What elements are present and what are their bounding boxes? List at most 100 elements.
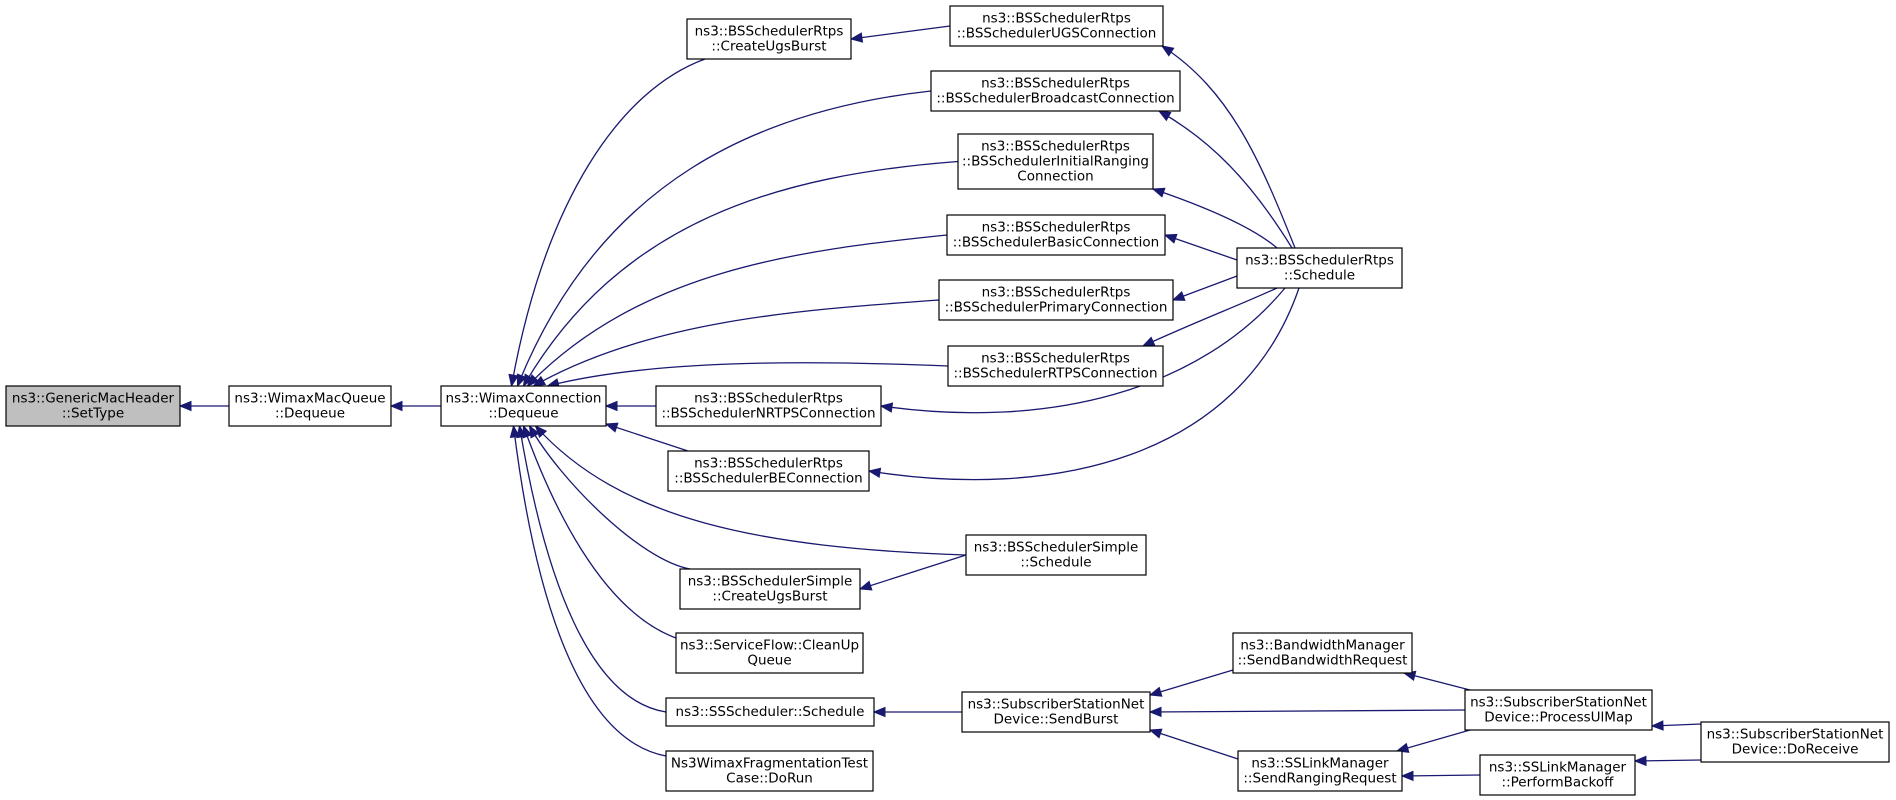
edge-arrowhead xyxy=(178,400,192,412)
edge-rtps-basic-to-wc-dequeue xyxy=(526,234,948,387)
node-label-line: Device::ProcessUlMap xyxy=(1484,710,1633,726)
node-box xyxy=(655,385,882,427)
edge-arrowhead xyxy=(1650,720,1664,731)
edge-line xyxy=(518,425,667,713)
edge-ssnd-processul-to-bwm-sendbw xyxy=(1402,670,1471,691)
edge-rtps-schedule-to-rtps-initial xyxy=(1151,187,1278,249)
node-box xyxy=(675,632,864,674)
node-box xyxy=(1236,247,1403,289)
edge-arrowhead xyxy=(872,706,886,718)
node-box xyxy=(947,345,1164,387)
edge-simple-schedule-to-wc-dequeue xyxy=(534,425,967,556)
edge-arrowhead xyxy=(1400,770,1414,782)
node-simple-schedule[interactable]: ns3::BSSchedulerSimple::Schedule xyxy=(965,534,1147,576)
edge-ssnd-doreceive-to-ssnd-processul xyxy=(1650,720,1702,731)
node-box xyxy=(5,385,181,427)
node-rtps-createugs[interactable]: ns3::BSSchedulerRtps::CreateUgsBurst xyxy=(686,18,852,60)
edge-line xyxy=(1164,234,1238,261)
edge-rtps-broadcast-to-wc-dequeue xyxy=(516,90,932,388)
node-label-line: ::SendRangingRequest xyxy=(1243,771,1396,787)
node-label-line: ::SetType xyxy=(62,406,124,422)
node-rtps-rtpsconn[interactable]: ns3::BSSchedulerRtps::BSSchedulerRTPSCon… xyxy=(947,345,1164,387)
edge-rtps-ugsconn-to-rtps-createugs xyxy=(849,25,951,43)
node-ssnd-processul[interactable]: ns3::SubscriberStationNetDevice::Process… xyxy=(1464,689,1653,731)
edge-line xyxy=(850,25,951,40)
edge-arrowhead xyxy=(1148,706,1162,718)
node-box xyxy=(667,450,870,492)
edges-layer xyxy=(178,25,1702,782)
node-rtps-nrtps[interactable]: ns3::BSSchedulerRtps::BSSchedulerNRTPSCo… xyxy=(655,385,882,427)
node-box xyxy=(938,279,1174,321)
node-rtps-be[interactable]: ns3::BSSchedulerRtps::BSSchedulerBEConne… xyxy=(667,450,870,492)
node-label-line: ns3::BSSchedulerRtps xyxy=(695,24,844,40)
node-rtps-basic[interactable]: ns3::BSSchedulerRtps::BSSchedulerBasicCo… xyxy=(946,214,1166,256)
node-label-line: ::PerformBackoff xyxy=(1502,775,1615,791)
edge-line xyxy=(510,58,706,387)
node-box xyxy=(679,568,861,610)
node-label-line: ::SendBandwidthRequest xyxy=(1238,653,1408,669)
node-label-line: ns3::BSSchedulerRtps xyxy=(1245,253,1394,269)
node-label-line: ::Schedule xyxy=(1284,268,1355,284)
node-bwm-sendbw[interactable]: ns3::BandwidthManager::SendBandwidthRequ… xyxy=(1232,632,1413,674)
node-label-line: ns3::BSSchedulerSimple xyxy=(974,540,1139,556)
edge-sslm-backoff-to-sslm-sendranging xyxy=(1400,770,1481,782)
node-rtps-primary[interactable]: ns3::BSSchedulerRtps::BSSchedulerPrimary… xyxy=(938,279,1174,321)
edge-line xyxy=(1149,729,1239,760)
edge-arrowhead xyxy=(1160,45,1175,57)
node-label-line: ns3::BandwidthManager xyxy=(1240,638,1405,654)
node-label-line: ns3::SSScheduler::Schedule xyxy=(676,704,865,720)
edge-line xyxy=(868,287,1300,481)
node-box xyxy=(961,691,1151,733)
edge-arrowhead xyxy=(879,402,894,413)
edge-arrowhead xyxy=(516,424,527,439)
edge-ssnd-processul-to-sslm-sendranging xyxy=(1395,729,1471,753)
node-simple-createugs[interactable]: ns3::BSSchedulerSimple::CreateUgsBurst xyxy=(679,568,861,610)
edge-arrowhead xyxy=(1157,110,1172,122)
node-generic-settype[interactable]: ns3::GenericMacHeader::SetType xyxy=(5,385,181,427)
edge-rtps-schedule-to-rtps-broadcast xyxy=(1157,110,1293,249)
node-label-line: ns3::BSSchedulerRtps xyxy=(981,351,1130,367)
node-ssnd-doreceive[interactable]: ns3::SubscriberStationNetDevice::DoRecei… xyxy=(1700,721,1890,763)
node-label-line: ::CreateUgsBurst xyxy=(712,589,827,605)
node-box xyxy=(965,534,1147,576)
edge-sf-cleanup-to-wc-dequeue xyxy=(522,424,677,639)
node-label-line: ns3::WimaxConnection xyxy=(446,391,602,407)
node-label-line: ::CreateUgsBurst xyxy=(711,39,826,55)
edge-arrowhead xyxy=(604,422,619,433)
node-label-line: ns3::SubscriberStationNet xyxy=(1470,695,1647,711)
edge-rtps-schedule-to-rtps-primary xyxy=(1171,275,1238,301)
edge-line xyxy=(1161,45,1296,249)
node-ss-schedule[interactable]: ns3::SSScheduler::Schedule xyxy=(665,697,875,727)
node-rtps-initial[interactable]: ns3::BSSchedulerRtps::BSSchedulerInitial… xyxy=(957,133,1154,190)
node-label-line: ns3::SubscriberStationNet xyxy=(968,697,1145,713)
node-rtps-ugsconn[interactable]: ns3::BSSchedulerRtps::BSSchedulerUGSConn… xyxy=(949,5,1164,47)
node-label-line: ::BSSchedulerBasicConnection xyxy=(953,235,1159,251)
node-sslm-sendranging[interactable]: ns3::SSLinkManager::SendRangingRequest xyxy=(1237,750,1403,792)
node-label-line: ns3::BSSchedulerRtps xyxy=(694,456,843,472)
edge-arrowhead xyxy=(1171,291,1186,301)
edge-ssnd-doreceive-to-sslm-backoff xyxy=(1633,755,1702,767)
edge-arrowhead xyxy=(1148,728,1163,739)
node-sslm-backoff[interactable]: ns3::SSLinkManager::PerformBackoff xyxy=(1479,754,1636,796)
edge-rtps-schedule-to-rtps-rtpsconn xyxy=(1141,287,1278,347)
edge-line xyxy=(1158,110,1293,249)
edge-line xyxy=(1396,729,1471,752)
node-ssnd-sendburst[interactable]: ns3::SubscriberStationNetDevice::SendBur… xyxy=(961,691,1151,733)
node-wmq-dequeue[interactable]: ns3::WimaxMacQueue::Dequeue xyxy=(228,385,392,427)
edge-arrowhead xyxy=(1148,686,1163,697)
node-box xyxy=(1464,689,1653,731)
node-label-line: ns3::BSSchedulerRtps xyxy=(982,285,1131,301)
edge-line xyxy=(605,423,689,452)
edge-arrowhead xyxy=(522,373,534,388)
edge-line xyxy=(1152,188,1278,249)
node-rtps-broadcast[interactable]: ns3::BSSchedulerRtps::BSSchedulerBroadca… xyxy=(930,70,1181,112)
node-label-line: ::BSSchedulerBEConnection xyxy=(674,471,862,487)
edge-arrowhead xyxy=(1633,755,1647,767)
node-rtps-schedule[interactable]: ns3::BSSchedulerRtps::Schedule xyxy=(1236,247,1403,289)
node-label-line: ::Dequeue xyxy=(488,406,558,422)
edge-frag-dorun-to-wc-dequeue xyxy=(509,424,667,757)
edge-wc-dequeue-to-wmq-dequeue xyxy=(389,400,441,412)
node-wc-dequeue[interactable]: ns3::WimaxConnection::Dequeue xyxy=(440,385,607,427)
